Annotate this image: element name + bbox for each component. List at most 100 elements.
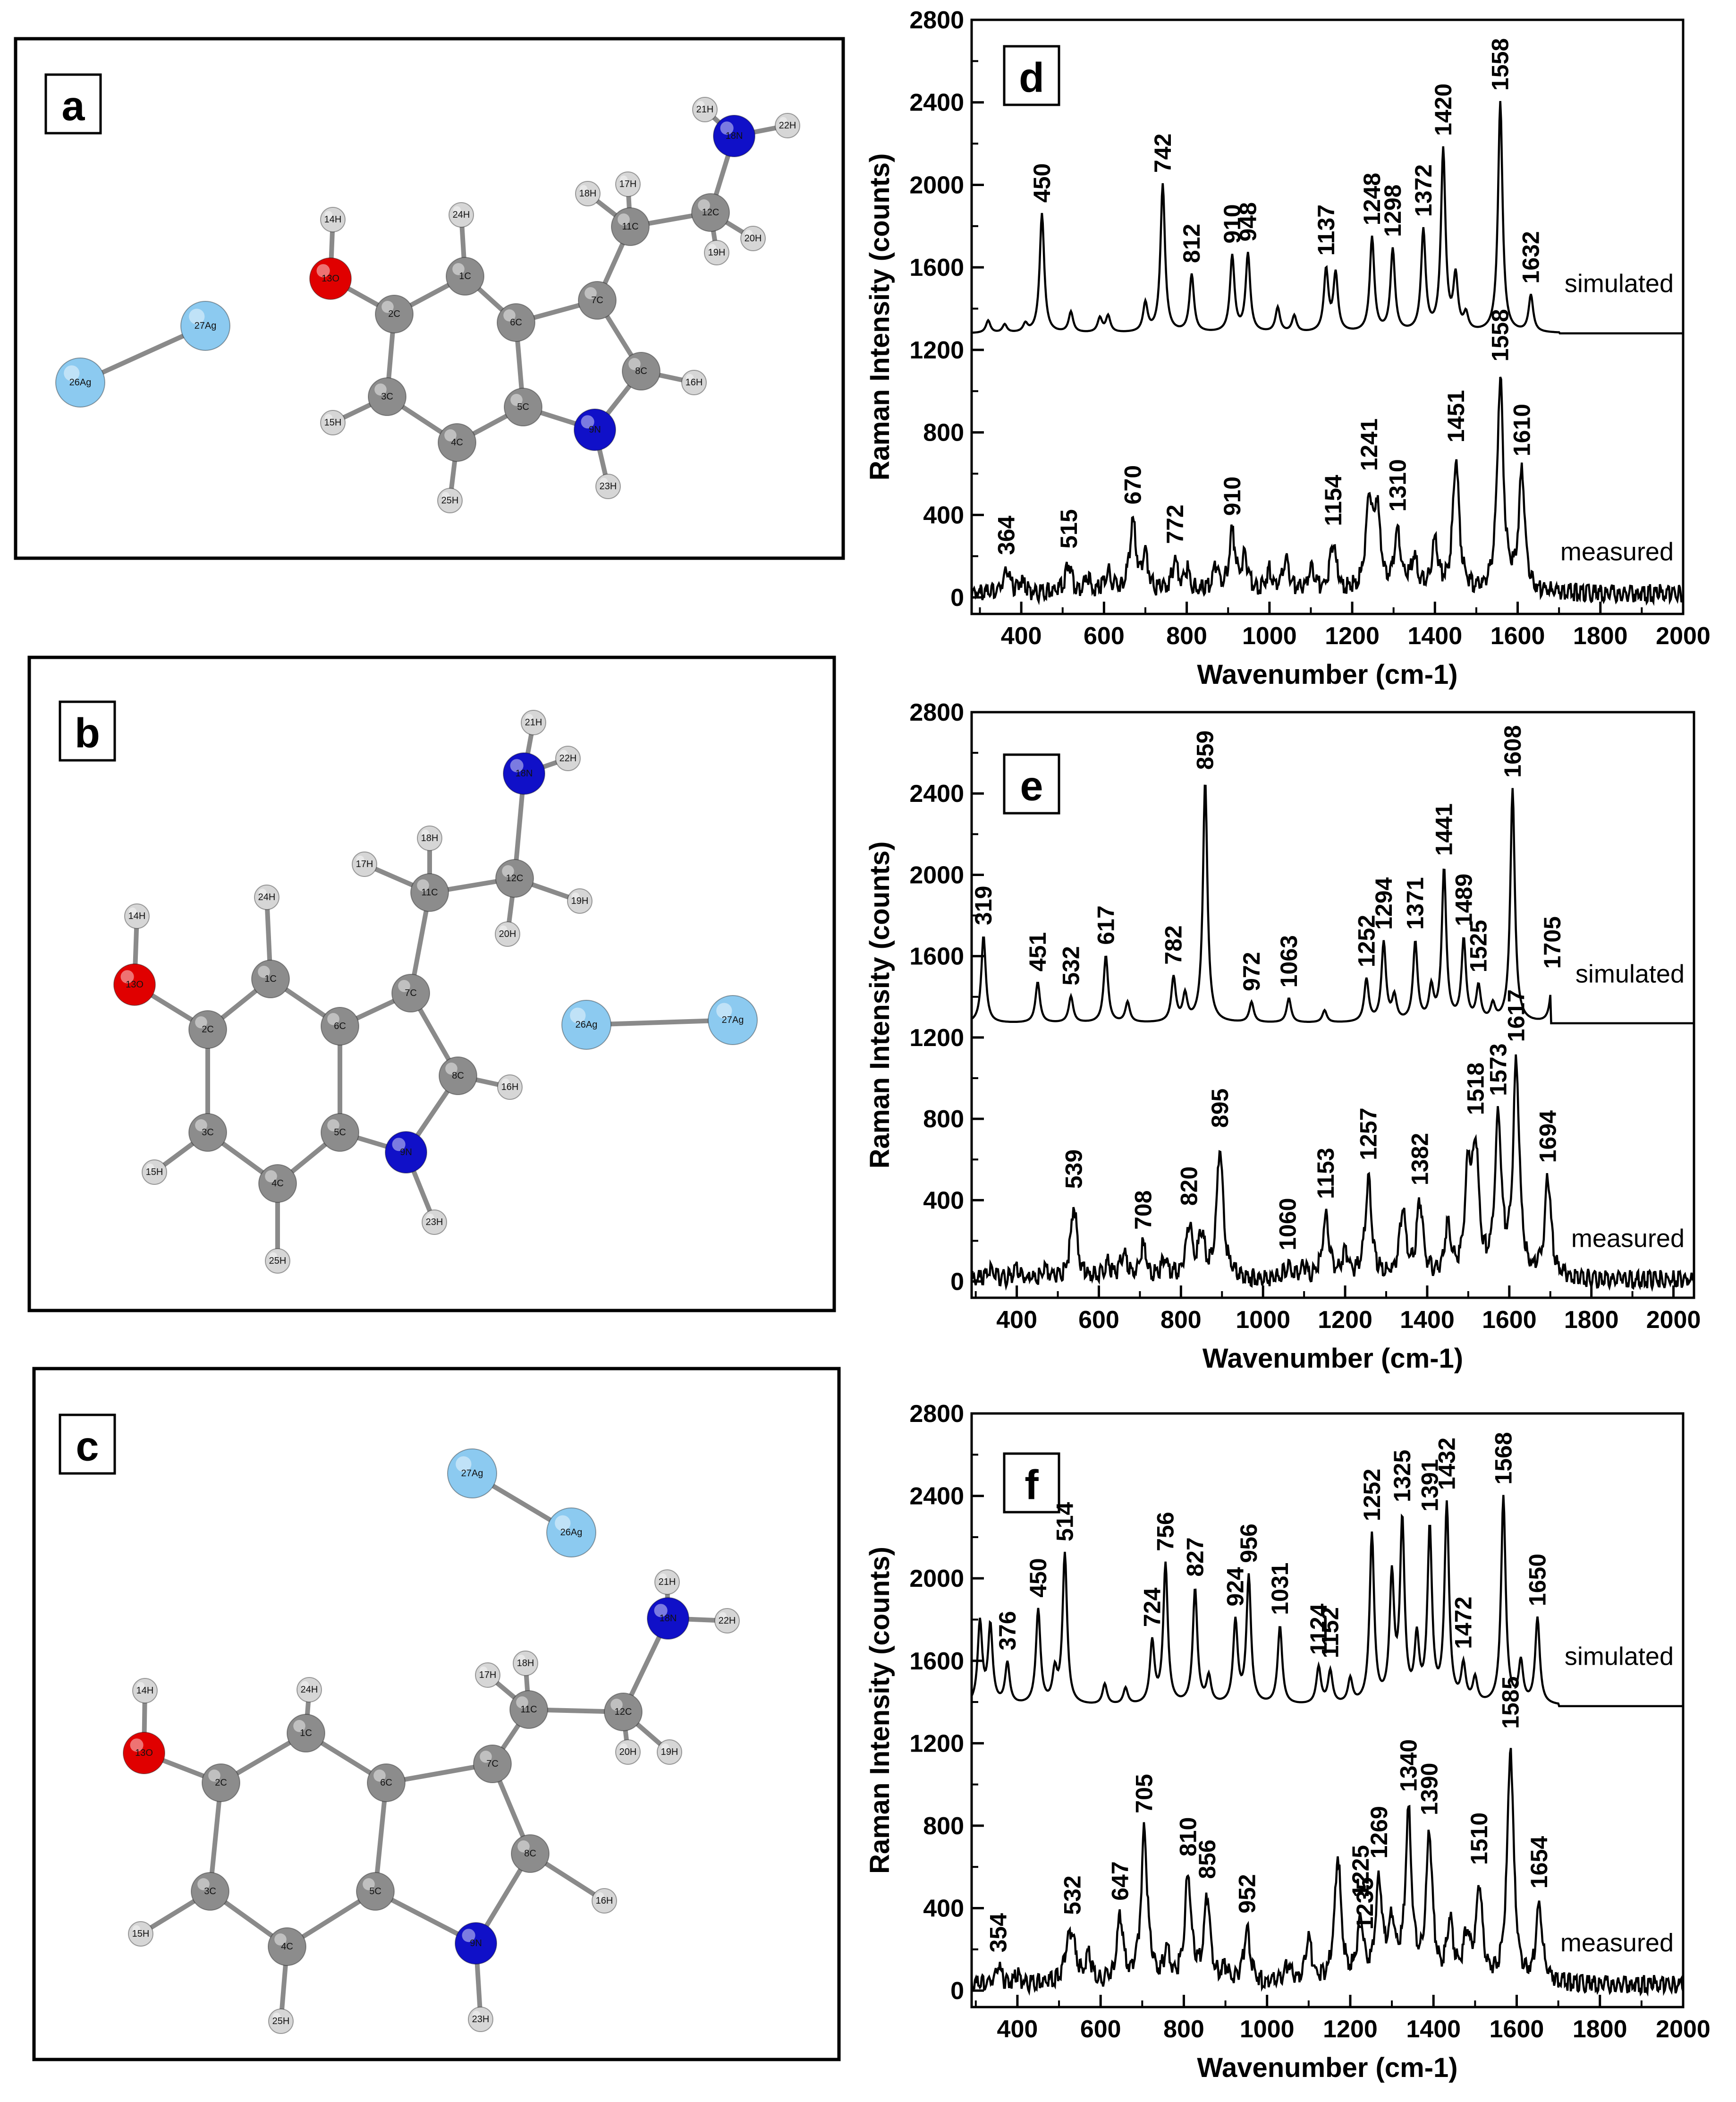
atom-sphere (475, 1662, 500, 1688)
atom-highlight (517, 1654, 525, 1663)
atom-20H: 20H (615, 1739, 641, 1765)
atom-sphere (691, 193, 730, 232)
atom-sphere (188, 1010, 227, 1049)
atom-sphere (681, 370, 707, 395)
molecule-panel-a: a14H15H16H17H18H19H20H21H22H23H24H25H1C2… (14, 37, 845, 560)
peak-label: 1610 (1508, 404, 1535, 456)
atom-label: 26Ag (69, 377, 92, 388)
peak-label: 1632 (1518, 231, 1544, 283)
atom-label: 12C (506, 873, 524, 884)
x-tick-label: 800 (1163, 2016, 1204, 2043)
y-tick-label: 1600 (909, 1648, 964, 1675)
atom-27Ag: 27Ag (708, 995, 758, 1045)
atom-highlight (189, 308, 205, 324)
atom-highlight (720, 121, 734, 135)
atom-9N: 9N (455, 1922, 497, 1965)
atom-label: 2C (215, 1778, 227, 1788)
atom-label: 24H (301, 1685, 318, 1695)
atom-21H: 21H (654, 1569, 680, 1595)
atom-label: 26Ag (576, 1020, 598, 1030)
series-label-simulated: simulated (1565, 270, 1674, 298)
peak-label: 827 (1182, 1537, 1208, 1576)
atom-highlight (327, 1013, 339, 1025)
atom-sphere (704, 240, 729, 265)
atom-18H: 18H (575, 181, 601, 206)
atom-16H: 16H (681, 370, 707, 395)
atom-sphere (202, 1763, 240, 1802)
peak-label: 354 (985, 1913, 1011, 1953)
atom-highlight (445, 1063, 457, 1075)
atom-highlight (136, 1682, 145, 1690)
atom-19H: 19H (704, 240, 729, 265)
atom-label: 7C (405, 988, 417, 998)
y-axis-title: Raman Intensity (counts) (864, 1547, 895, 1874)
atom-2C: 2C (375, 295, 414, 333)
atom-highlight (381, 301, 394, 313)
atom-22H: 22H (714, 1608, 740, 1634)
atom-sphere (391, 974, 430, 1013)
atom-19H: 19H (567, 888, 593, 914)
peak-label: 1152 (1317, 1607, 1344, 1658)
atom-highlight (571, 892, 580, 901)
atom-sphere (708, 995, 758, 1045)
x-tick-label: 1600 (1482, 1306, 1537, 1334)
atom-sphere (713, 115, 755, 157)
peak-label: 895 (1207, 1089, 1233, 1128)
atom-9N: 9N (574, 408, 616, 451)
atom-7C: 7C (578, 281, 617, 320)
peak-label: 1257 (1355, 1107, 1382, 1160)
atom-sphere (511, 1834, 550, 1873)
atom-12C: 12C (604, 1693, 643, 1731)
atom-highlight (619, 1743, 628, 1752)
atom-23H: 23H (422, 1209, 447, 1235)
atom-label: 16H (501, 1082, 519, 1092)
atom-label: 18N (660, 1613, 677, 1624)
atom-sphere (268, 1927, 306, 1966)
atom-highlight (698, 199, 710, 212)
atom-sphere (356, 1872, 395, 1911)
atom-label: 3C (204, 1886, 216, 1897)
atom-11C: 11C (611, 207, 650, 246)
x-tick-label: 1200 (1323, 2016, 1378, 2043)
atom-18H: 18H (513, 1651, 538, 1676)
atom-label: 1C (264, 974, 277, 984)
peak-label: 910 (1219, 477, 1245, 516)
atom-label: 13O (322, 273, 339, 284)
atom-sphere (714, 1608, 740, 1634)
atom-label: 6C (334, 1021, 346, 1031)
peak-label: 364 (993, 516, 1020, 555)
atom-sphere (455, 1922, 497, 1965)
atom-sphere (555, 746, 581, 771)
atom-label: 17H (356, 859, 373, 869)
panel-letter: e (1020, 763, 1043, 809)
x-tick-label: 1000 (1242, 622, 1297, 650)
atom-label: 9N (589, 425, 601, 435)
atom-label: 5C (334, 1127, 346, 1138)
atom-sphere (446, 257, 484, 296)
atom-label: 19H (571, 896, 589, 906)
atom-sphere (296, 1677, 322, 1702)
atom-label: 2C (202, 1024, 214, 1035)
atom-highlight (708, 244, 717, 252)
atom-highlight (324, 414, 333, 422)
atom-sphere (495, 921, 520, 947)
atom-sphere (654, 1569, 680, 1595)
y-tick-label: 2000 (909, 861, 964, 889)
y-tick-label: 800 (923, 1813, 964, 1840)
atom-sphere (180, 301, 230, 351)
atom-highlight (269, 1252, 278, 1260)
atom-label: 25H (269, 1256, 287, 1266)
atom-label: 23H (426, 1217, 443, 1227)
atom-14H: 14H (132, 1678, 158, 1703)
atom-label: 22H (779, 120, 796, 131)
atom-19H: 19H (657, 1739, 682, 1765)
panel-letter: b (75, 710, 100, 757)
atom-18N: 18N (647, 1597, 689, 1640)
atom-23H: 23H (468, 2007, 493, 2032)
series-label-simulated: simulated (1575, 960, 1685, 988)
atom-sphere (55, 357, 105, 408)
atom-23H: 23H (595, 474, 621, 499)
peak-label: 742 (1150, 134, 1176, 173)
atom-label: 20H (619, 1747, 637, 1757)
y-tick-label: 0 (950, 584, 964, 612)
